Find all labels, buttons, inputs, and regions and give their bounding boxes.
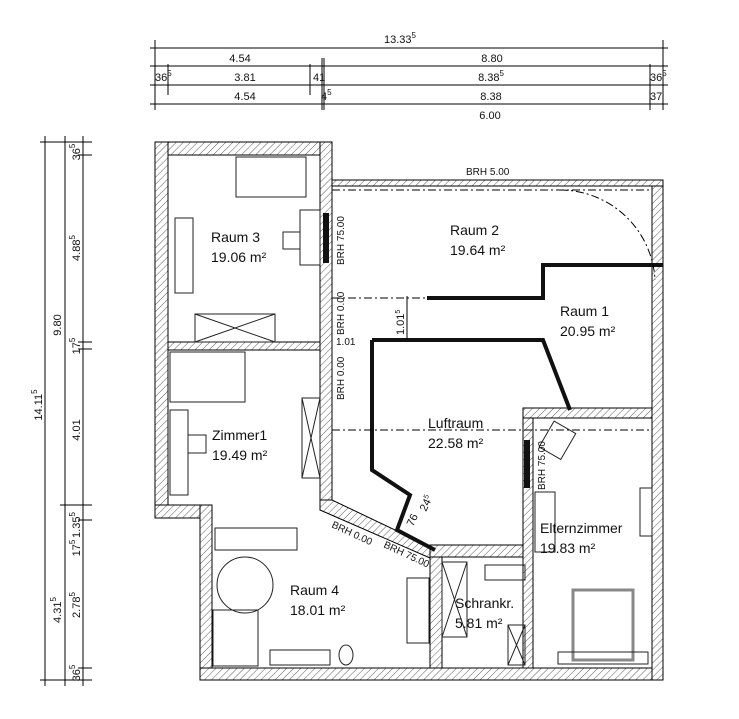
svg-text:5.81 m²: 5.81 m² xyxy=(455,615,503,631)
svg-text:19.64 m²: 19.64 m² xyxy=(450,242,506,258)
svg-text:Raum 3: Raum 3 xyxy=(211,229,260,245)
svg-text:4.01: 4.01 xyxy=(71,419,83,440)
brh-upper-door-label: BRH 0.00 xyxy=(336,291,347,335)
svg-text:175: 175 xyxy=(68,539,83,556)
svg-text:19.49 m²: 19.49 m² xyxy=(212,447,268,463)
stair-dim-a: 76 xyxy=(405,512,421,528)
dim-overall-width: 13.335 xyxy=(384,31,417,46)
dim-top-row2-c: 41 xyxy=(313,72,325,84)
room-schrankraum: Schrankr. 5.81 m² xyxy=(455,595,514,631)
brh-raum3-window-label: BRH 75.00 xyxy=(336,216,347,265)
brh-lower-door-label: BRH 0.00 xyxy=(336,356,347,400)
walls xyxy=(154,141,664,681)
svg-text:Zimmer1: Zimmer1 xyxy=(212,427,267,443)
brh-eltern-window-label: BRH 75.00 xyxy=(537,441,548,490)
svg-text:18.01 m²: 18.01 m² xyxy=(290,602,346,618)
dim-overall-height: 14.115 xyxy=(30,389,45,421)
svg-text:365: 365 xyxy=(68,664,83,681)
dim-left-middle-a: 9.80 xyxy=(52,314,64,335)
svg-text:Schrankr.: Schrankr. xyxy=(455,595,514,611)
gap-dim-label: 1.015 xyxy=(395,310,407,335)
room-labels: Raum 3 19.06 m² Raum 2 19.64 m² Raum 1 20.9… xyxy=(211,222,623,631)
dim-top-row3-c: 8.38 xyxy=(480,91,501,103)
svg-text:2.785: 2.785 xyxy=(68,592,83,618)
dim-top-row3-a: 4.54 xyxy=(234,91,255,103)
dim-top-row3-b: 45 xyxy=(321,88,332,103)
dim-top-row1-a: 4.54 xyxy=(229,53,250,65)
svg-text:175: 175 xyxy=(68,337,83,354)
dim-top-row4: 6.00 xyxy=(479,110,500,122)
svg-text:Luftraum: Luftraum xyxy=(428,415,483,431)
svg-text:4.885: 4.885 xyxy=(68,235,83,261)
dim-left-middle-b: 4.315 xyxy=(49,597,64,623)
svg-text:1.355: 1.355 xyxy=(68,512,83,538)
stair-dim-b: 245 xyxy=(418,493,436,513)
svg-text:19.06 m²: 19.06 m² xyxy=(211,249,267,265)
annotations: BRH 5.00 BRH 75.00 BRH 0.00 BRH 0.00 1.0… xyxy=(330,167,548,571)
dim-top-row2-d: 8.385 xyxy=(478,69,504,84)
dim-top-row3-d: 37 xyxy=(650,91,662,103)
dim-top-row2-e: 365 xyxy=(650,69,667,84)
room-raum-2: Raum 2 19.64 m² xyxy=(450,222,506,258)
left-dimension-chain: 14.115 9.80 4.315 365 4.885 175 4.01 1.3… xyxy=(30,136,92,686)
void-railing xyxy=(332,189,663,552)
top-dimension-chain: 13.335 4.54 8.80 365 3.81 41 8.385 365 4… xyxy=(150,31,668,122)
dim-left-inner: 365 4.885 175 4.01 1.355 175 2.785 365 xyxy=(68,143,83,681)
small-dim-label: 1.01 xyxy=(336,337,356,348)
svg-text:20.95 m²: 20.95 m² xyxy=(560,323,616,339)
brh-top-label: BRH 5.00 xyxy=(466,167,510,178)
svg-text:Elternzimmer: Elternzimmer xyxy=(540,520,623,536)
dim-top-row1-b: 8.80 xyxy=(481,53,502,65)
svg-text:Raum 4: Raum 4 xyxy=(290,582,339,598)
room-elternzimmer: Elternzimmer 19.83 m² xyxy=(540,520,623,556)
furniture xyxy=(169,156,653,667)
room-zimmer1: Zimmer1 19.49 m² xyxy=(212,427,268,463)
room-luftraum: Luftraum 22.58 m² xyxy=(428,415,484,451)
svg-text:19.83 m²: 19.83 m² xyxy=(540,540,596,556)
dim-top-row2-a: 365 xyxy=(155,69,172,84)
room-raum-3: Raum 3 19.06 m² xyxy=(211,229,267,265)
svg-text:Raum 2: Raum 2 xyxy=(450,222,499,238)
dim-top-row2-b: 3.81 xyxy=(234,72,255,84)
svg-text:365: 365 xyxy=(68,143,83,160)
room-raum-4: Raum 4 18.01 m² xyxy=(290,582,346,618)
room-raum-1: Raum 1 20.95 m² xyxy=(560,303,616,339)
svg-text:22.58 m²: 22.58 m² xyxy=(428,435,484,451)
svg-text:Raum 1: Raum 1 xyxy=(560,303,609,319)
